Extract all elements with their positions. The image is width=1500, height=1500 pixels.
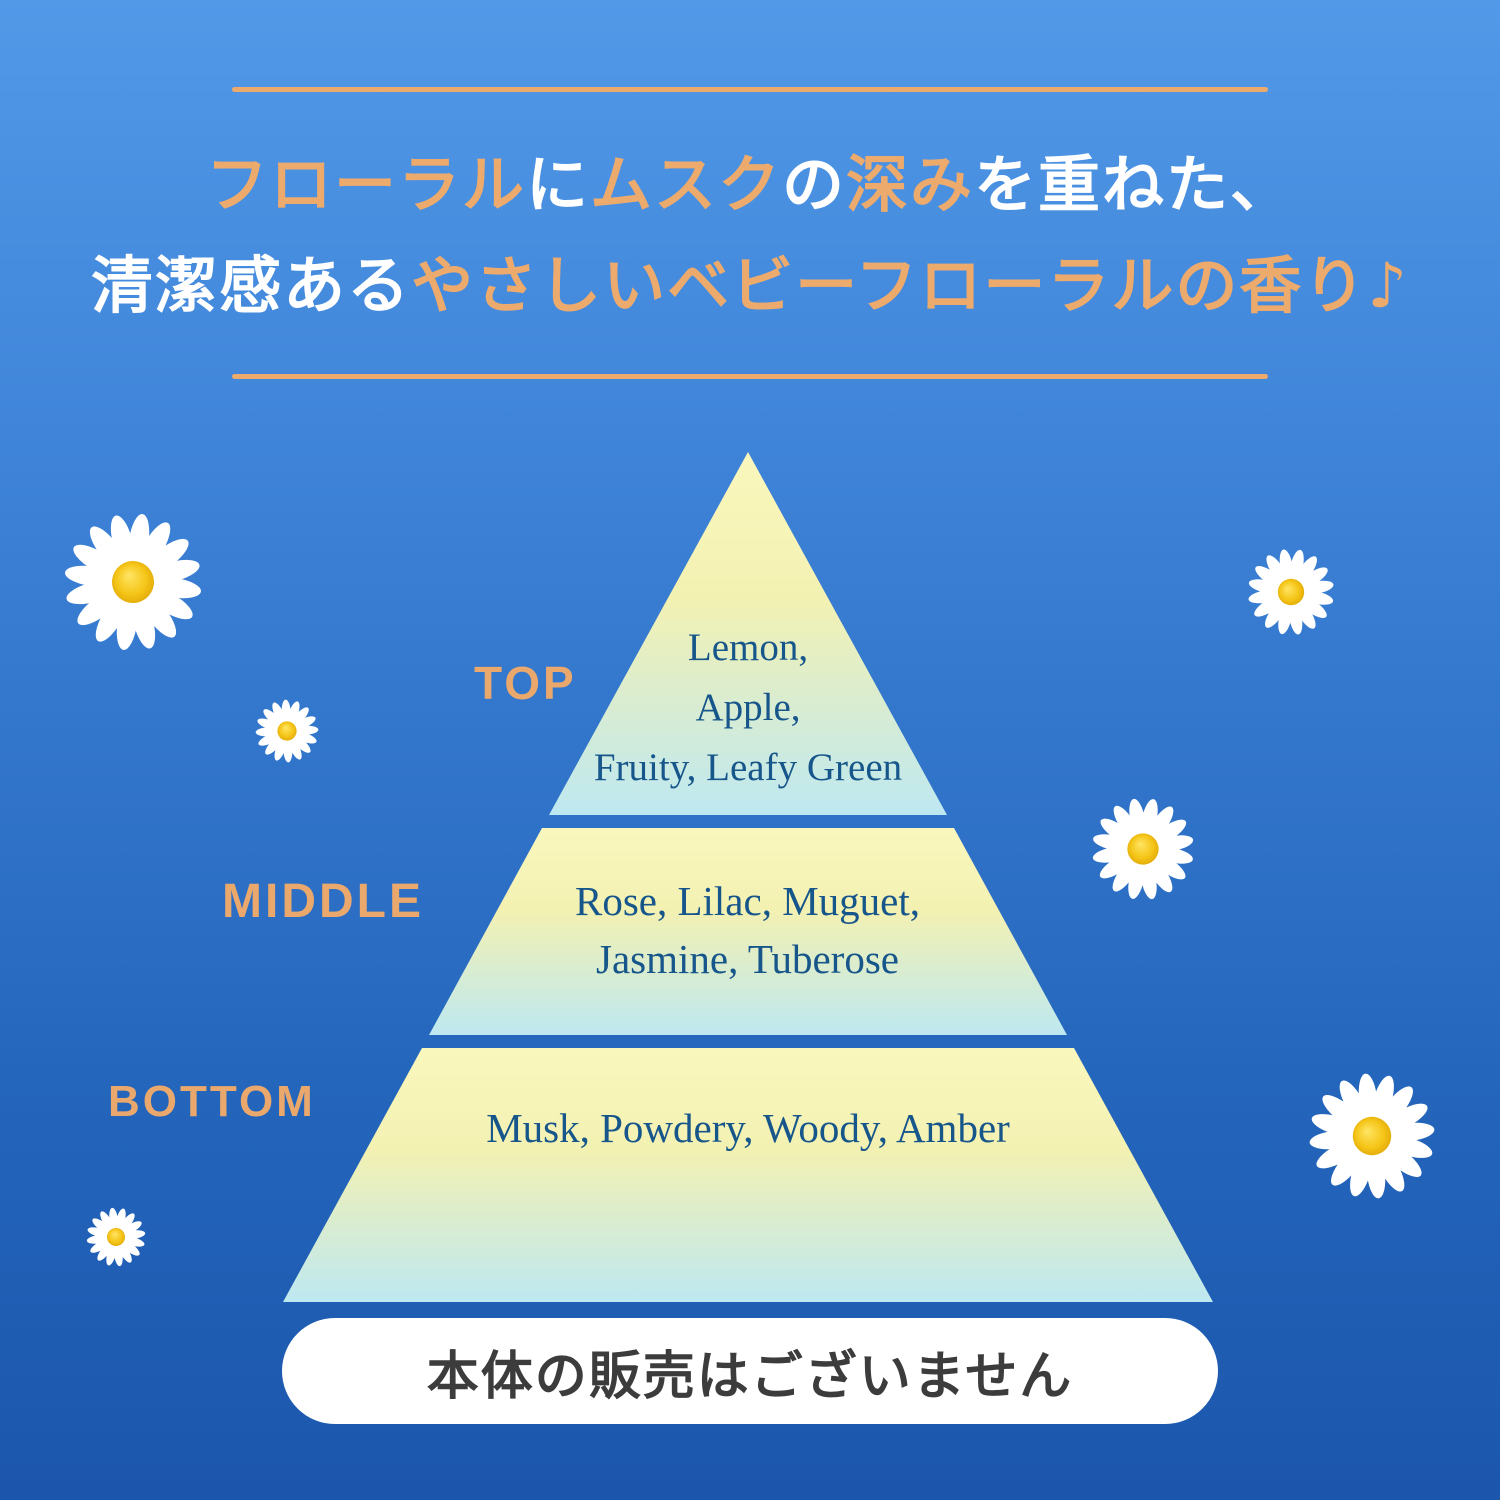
headline-line-2: 清潔感あるやさしいベビーフローラルの香り♪: [0, 251, 1500, 320]
footer-pill-text: 本体の販売はございません: [426, 1346, 1074, 1407]
note-line: Musk, Powdery, Woody, Amber: [486, 1105, 1010, 1151]
top-divider-line: [232, 87, 1268, 92]
daisy-icon: [1303, 1067, 1441, 1205]
note-line: Rose, Lilac, Muguet,: [574, 878, 921, 924]
headline: フローラルにムスクの深みを重ねた、 清潔感あるやさしいベビーフローラルの香り♪: [0, 150, 1500, 321]
middle-notes: Rose, Lilac, Muguet, Jasmine, Tuberose: [425, 872, 1070, 988]
bottom-notes: Musk, Powdery, Woody, Amber: [348, 1103, 1148, 1153]
headline-segment: フローラル: [205, 148, 526, 221]
daisy-icon: [246, 690, 328, 772]
level-label-middle: MIDDLE: [222, 875, 424, 928]
note-line: Apple,: [695, 686, 801, 729]
footer-pill: 本体の販売はございません: [282, 1318, 1218, 1424]
daisy-icon: [55, 504, 211, 660]
headline-segment: 深み: [846, 148, 975, 221]
daisy-icon: [79, 1200, 153, 1274]
level-label-bottom: BOTTOM: [108, 1077, 316, 1126]
note-line: Lemon,: [687, 626, 809, 669]
headline-segment: 清潔感ある: [91, 249, 412, 323]
headline-segment: やさしいベビーフローラルの香り♪: [411, 249, 1409, 323]
bottom-divider-line: [232, 374, 1268, 379]
note-line: Jasmine, Tuberose: [596, 936, 899, 982]
headline-line-1: フローラルにムスクの深みを重ねた、: [0, 150, 1500, 219]
headline-segment: に: [525, 148, 590, 221]
level-label-top: TOP: [474, 657, 577, 709]
pyramid-bottom-band: [283, 1048, 1213, 1302]
headline-segment: の: [782, 148, 847, 221]
note-line: Fruity, Leafy Green: [593, 746, 903, 789]
headline-segment: を重ねた、: [974, 148, 1295, 221]
daisy-icon: [1241, 542, 1341, 642]
top-notes: Lemon, Apple, Fruity, Leafy Green: [473, 618, 1023, 798]
daisy-icon: [1082, 788, 1204, 910]
headline-segment: ムスク: [589, 148, 782, 221]
